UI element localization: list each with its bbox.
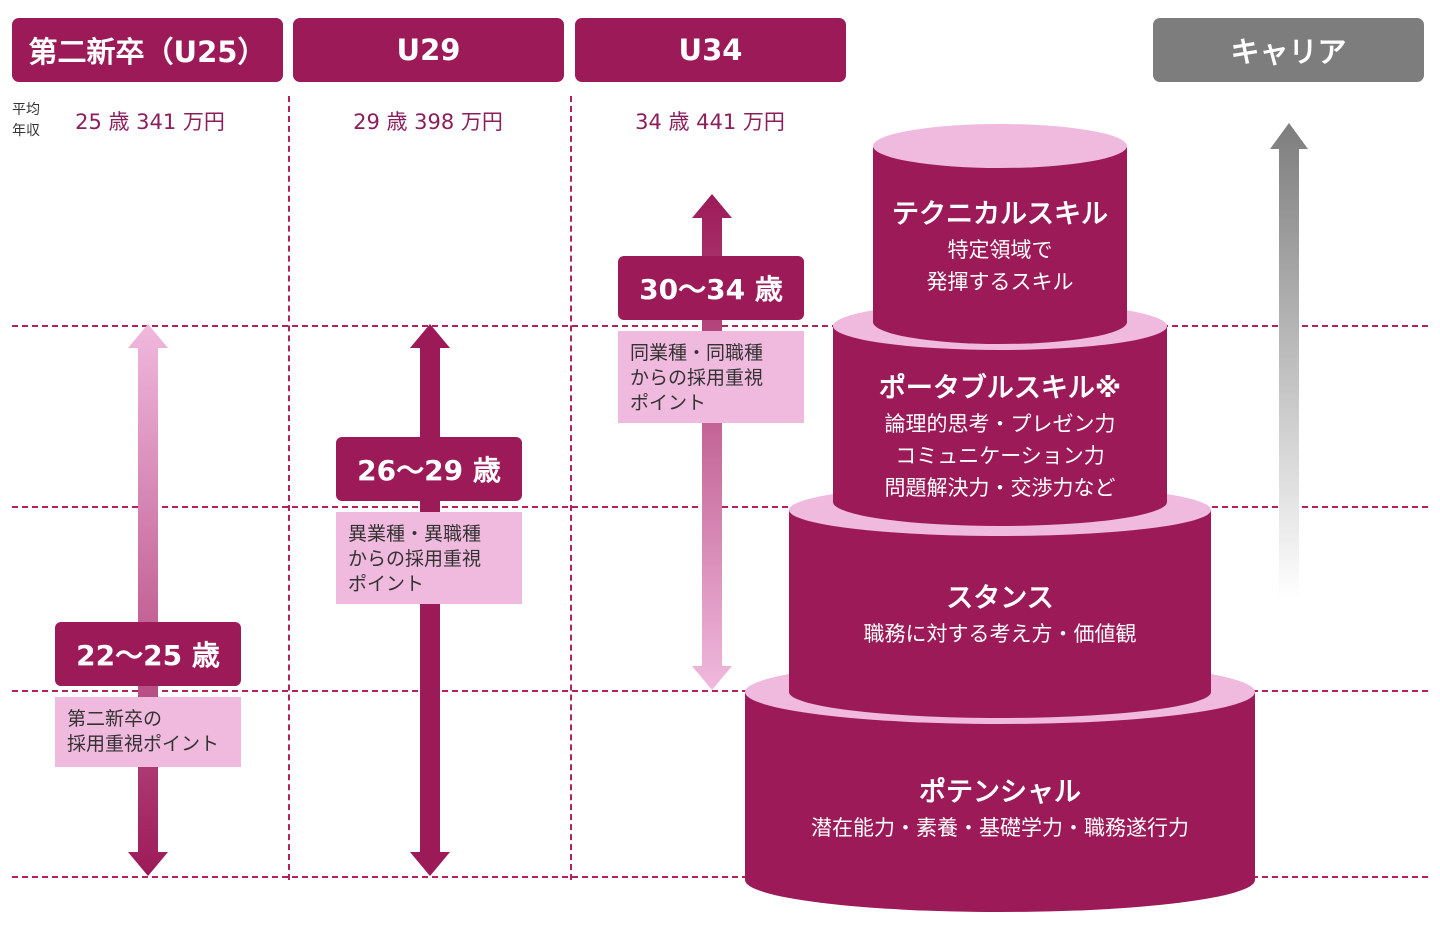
cake-tier-technical-skill bbox=[873, 124, 1127, 344]
note-22-25-line2: 採用重視ポイント bbox=[67, 733, 220, 755]
average-income-label-line1: 平均 bbox=[12, 102, 40, 118]
tier-portable-skill-desc-line1: 論理的思考・プレゼン力 bbox=[884, 412, 1116, 436]
note-26-29-line1: 異業種・異職種 bbox=[348, 523, 482, 545]
grid-vline-2 bbox=[570, 96, 572, 880]
note-30-34-line2: からの採用重視 bbox=[630, 367, 764, 389]
tier-stance-desc-line1: 職務に対する考え方・価値観 bbox=[863, 622, 1137, 646]
grid-hline-4 bbox=[12, 876, 1428, 878]
grid-hline-3 bbox=[12, 690, 1428, 692]
income-u29: 29 歳 398 万円 bbox=[353, 110, 503, 134]
tier-technical-skill-title: テクニカルスキル bbox=[892, 199, 1108, 230]
average-income-label: 平均 年収 bbox=[12, 100, 40, 142]
tier-stance-title: スタンス bbox=[946, 583, 1054, 614]
tier-technical-skill-text: テクニカルスキル 特定領域で 発揮するスキル bbox=[873, 196, 1127, 298]
note-22-25-line1: 第二新卒の bbox=[67, 708, 163, 730]
tier-portable-skill-desc-line3: 問題解決力・交渉力など bbox=[884, 476, 1116, 500]
tier-potential-desc-line1: 潜在能力・素養・基礎学力・職務遂行力 bbox=[811, 816, 1189, 840]
age-box-30-34: 30〜34 歳 bbox=[618, 256, 804, 320]
header-tab-career: キャリア bbox=[1153, 18, 1424, 82]
income-u25: 25 歳 341 万円 bbox=[75, 110, 225, 134]
age-box-26-29: 26〜29 歳 bbox=[336, 437, 522, 501]
career-arrow bbox=[1270, 123, 1308, 600]
note-26-29: 異業種・異職種 からの採用重視 ポイント bbox=[336, 512, 522, 604]
tier-stance-text: スタンス 職務に対する考え方・価値観 bbox=[789, 580, 1211, 650]
note-30-34: 同業種・同職種 からの採用重視 ポイント bbox=[618, 331, 804, 423]
tier-potential-text: ポテンシャル 潜在能力・素養・基礎学力・職務遂行力 bbox=[745, 774, 1255, 844]
header-tab-u25: 第二新卒（U25） bbox=[12, 18, 283, 82]
tier-potential-title: ポテンシャル bbox=[919, 777, 1081, 808]
average-income-label-line2: 年収 bbox=[12, 123, 40, 139]
note-30-34-line1: 同業種・同職種 bbox=[630, 342, 764, 364]
grid-vline-1 bbox=[288, 96, 290, 880]
age-box-22-25: 22〜25 歳 bbox=[55, 622, 241, 686]
note-22-25: 第二新卒の 採用重視ポイント bbox=[55, 697, 241, 767]
note-26-29-line3: ポイント bbox=[348, 573, 425, 595]
note-26-29-line2: からの採用重視 bbox=[348, 548, 482, 570]
header-tab-u34: U34 bbox=[575, 18, 846, 82]
tier-portable-skill-title: ポータブルスキル※ bbox=[878, 373, 1122, 404]
tier-portable-skill-desc-line2: コミュニケーション力 bbox=[895, 444, 1105, 468]
tier-portable-skill-text: ポータブルスキル※ 論理的思考・プレゼン力 コミュニケーション力 問題解決力・交… bbox=[833, 370, 1167, 504]
age-arrow-22-25 bbox=[128, 324, 168, 876]
tier-technical-skill-desc-line1: 特定領域で bbox=[947, 238, 1053, 262]
tier-technical-skill-desc-line2: 発揮するスキル bbox=[926, 270, 1074, 294]
income-u34: 34 歳 441 万円 bbox=[635, 110, 785, 134]
note-30-34-line3: ポイント bbox=[630, 392, 707, 414]
header-tab-u29: U29 bbox=[293, 18, 564, 82]
